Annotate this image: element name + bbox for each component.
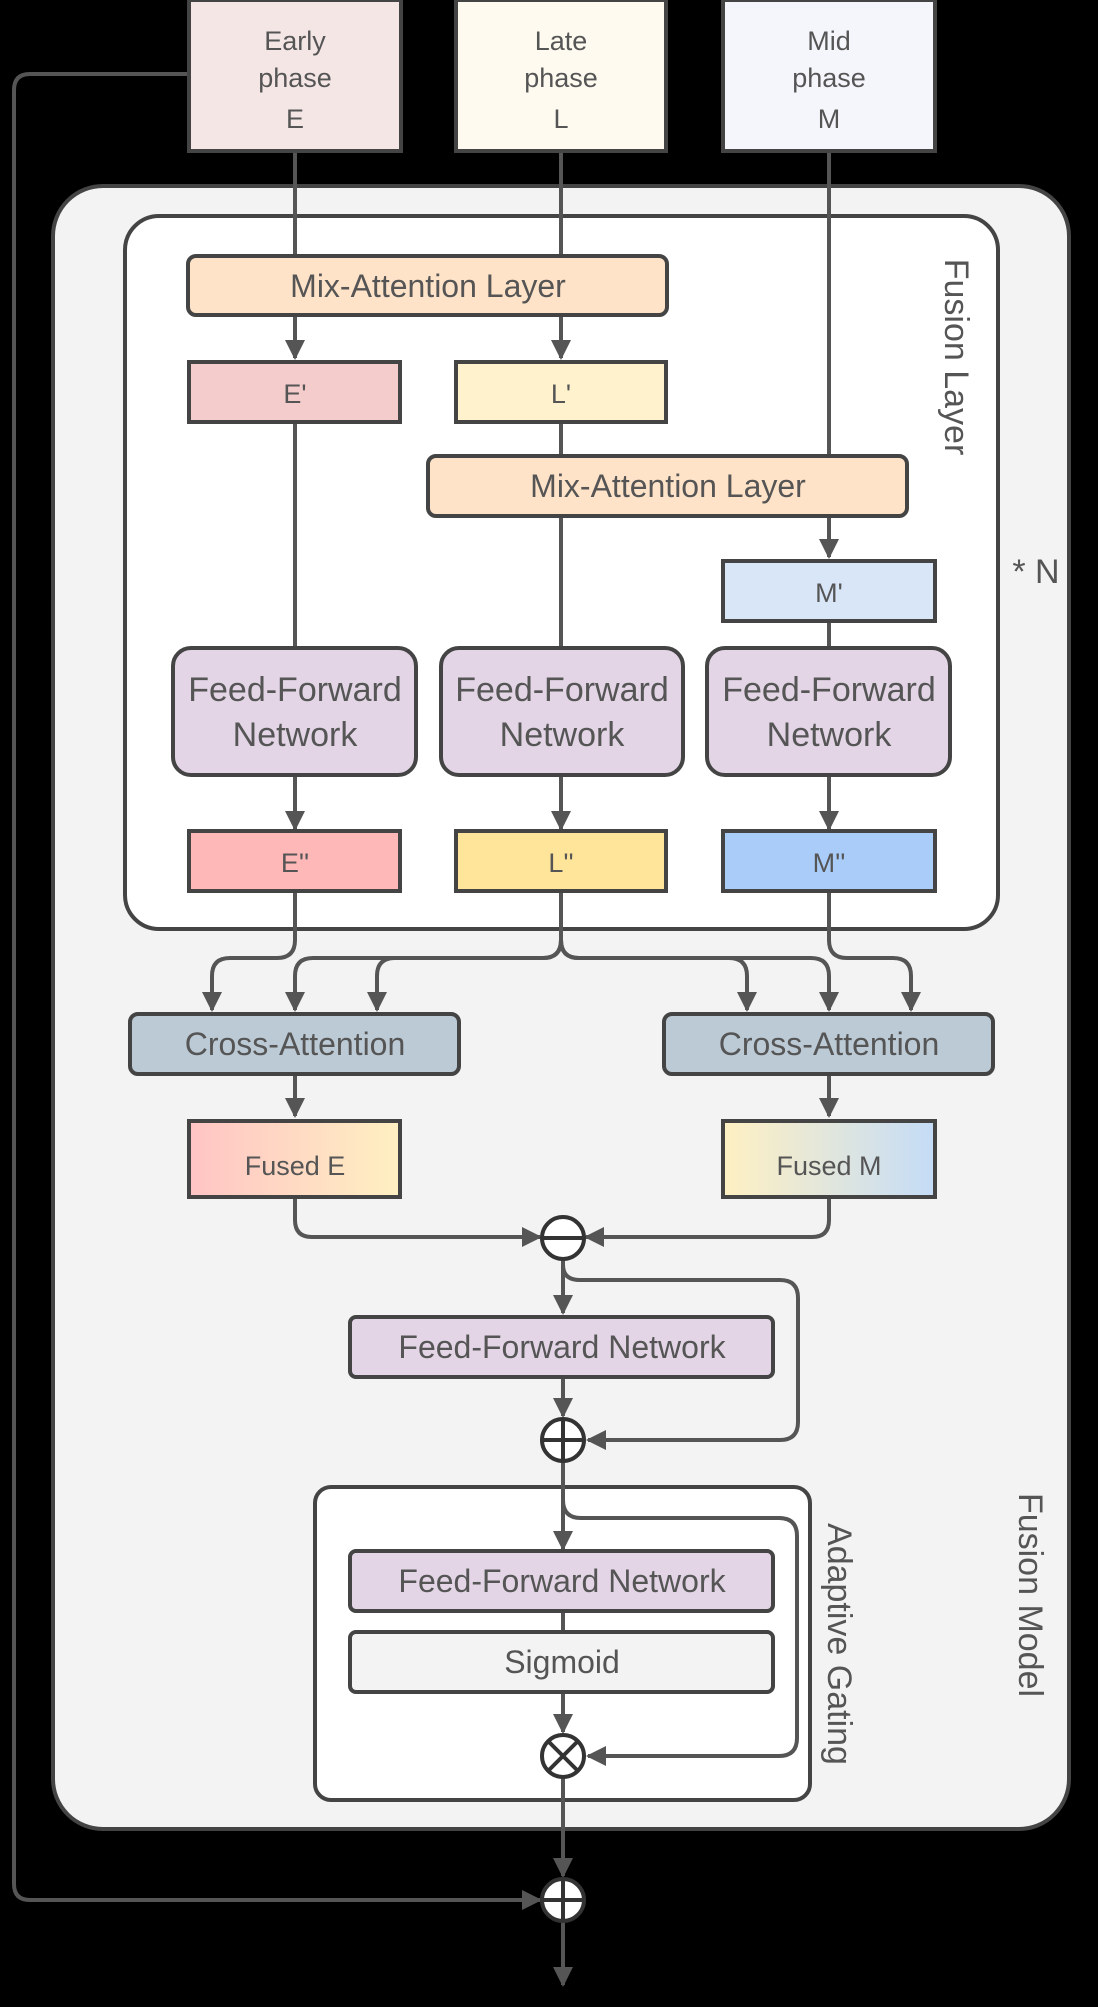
e-prime-label: E' — [283, 379, 306, 409]
cross-attention-right-label: Cross-Attention — [719, 1026, 940, 1062]
m-prime-label: M' — [815, 578, 843, 608]
ffn-early: Feed-Forward Network — [171, 646, 418, 777]
ffn-mid-line2: Network — [767, 716, 893, 754]
ffn-mid: Feed-Forward Network — [705, 646, 952, 777]
input-late-line2: phase — [524, 63, 598, 93]
m-double-prime-box: M'' — [721, 829, 937, 893]
cross-attention-left: Cross-Attention — [128, 1012, 461, 1076]
input-early-line3: E — [286, 104, 304, 134]
mix-attention-layer-1: Mix-Attention Layer — [186, 254, 669, 317]
fused-m-label: Fused M — [776, 1151, 881, 1181]
input-late-line3: L — [553, 104, 568, 134]
input-mid-line1: Mid — [807, 26, 851, 56]
ffn-mid-line1: Feed-Forward — [722, 671, 936, 709]
l-double-prime-box: L'' — [454, 829, 668, 893]
multiply-icon — [540, 1733, 586, 1779]
input-early-phase: Early phase E — [187, 0, 403, 153]
repeat-n-label: * N — [1012, 553, 1059, 591]
m-prime-box: M' — [721, 559, 937, 623]
l-double-prime-label: L'' — [548, 848, 573, 878]
fusion-layer-label: Fusion Layer — [937, 259, 975, 456]
input-late-phase: Late phase L — [454, 0, 668, 153]
l-prime-box: L' — [454, 360, 668, 424]
ffn-late: Feed-Forward Network — [439, 646, 685, 777]
ffn-late-line1: Feed-Forward — [455, 671, 669, 709]
input-mid-line3: M — [818, 104, 841, 134]
adaptive-gating-label: Adaptive Gating — [820, 1523, 858, 1765]
mix-attention-layer-2: Mix-Attention Layer — [426, 454, 909, 518]
final-add-icon — [540, 1877, 586, 1923]
fused-e-label: Fused E — [245, 1151, 346, 1181]
input-mid-line2: phase — [792, 63, 866, 93]
e-double-prime-label: E'' — [281, 848, 309, 878]
input-early-line2: phase — [258, 63, 332, 93]
gating-ffn-label: Feed-Forward Network — [398, 1563, 726, 1599]
ffn-early-line2: Network — [233, 716, 359, 754]
e-double-prime-box: E'' — [187, 829, 402, 893]
sigmoid-box: Sigmoid — [348, 1630, 775, 1694]
cross-attention-right: Cross-Attention — [662, 1012, 995, 1076]
input-mid-phase: Mid phase M — [721, 0, 937, 153]
ffn-early-line1: Feed-Forward — [188, 671, 402, 709]
connections — [12, 72, 921, 1987]
add-icon — [540, 1417, 586, 1463]
fused-m-box: Fused M — [721, 1119, 937, 1199]
gating-ffn: Feed-Forward Network — [348, 1549, 775, 1613]
subtract-icon — [540, 1215, 586, 1261]
mix-attention-1-label: Mix-Attention Layer — [290, 268, 566, 304]
input-late-line1: Late — [535, 26, 588, 56]
mix-attention-2-label: Mix-Attention Layer — [530, 468, 806, 504]
ffn-late-line2: Network — [500, 716, 626, 754]
fusion-model-label: Fusion Model — [1011, 1493, 1049, 1697]
input-early-line1: Early — [264, 26, 326, 56]
m-double-prime-label: M'' — [813, 848, 846, 878]
sigmoid-label: Sigmoid — [504, 1644, 620, 1680]
cross-attention-left-label: Cross-Attention — [185, 1026, 406, 1062]
model-ffn-label: Feed-Forward Network — [398, 1329, 726, 1365]
fused-e-box: Fused E — [187, 1119, 402, 1199]
e-prime-box: E' — [187, 360, 402, 424]
l-prime-label: L' — [551, 379, 571, 409]
model-ffn: Feed-Forward Network — [348, 1315, 775, 1379]
